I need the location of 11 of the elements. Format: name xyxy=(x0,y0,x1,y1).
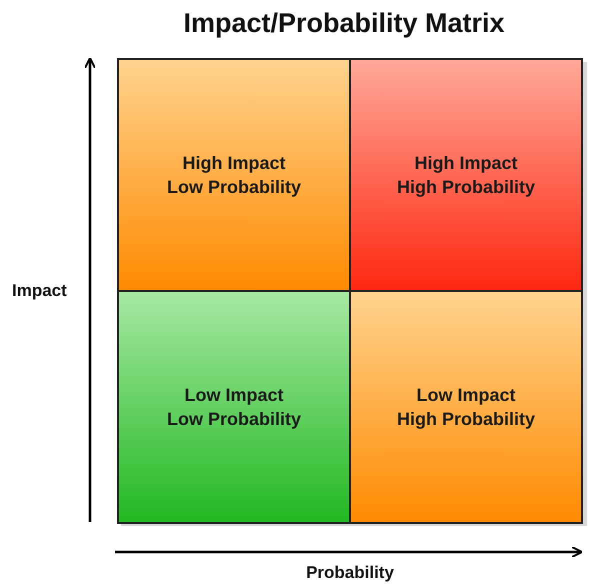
matrix-quadrant xyxy=(117,290,351,524)
axis-label: Impact xyxy=(12,281,67,301)
matrix-quadrant xyxy=(349,58,583,292)
chart-title: Impact/Probability Matrix xyxy=(183,8,505,39)
quadrant-label: Low Impact High Probability xyxy=(396,384,535,431)
axis-label: Probability xyxy=(306,563,394,583)
quadrant-label: Low Impact Low Probability xyxy=(166,384,301,431)
matrix-quadrant xyxy=(349,290,583,524)
matrix-quadrant xyxy=(117,58,351,292)
quadrant-label: High Impact High Probability xyxy=(396,152,535,199)
quadrant-label: High Impact Low Probability xyxy=(166,152,301,199)
